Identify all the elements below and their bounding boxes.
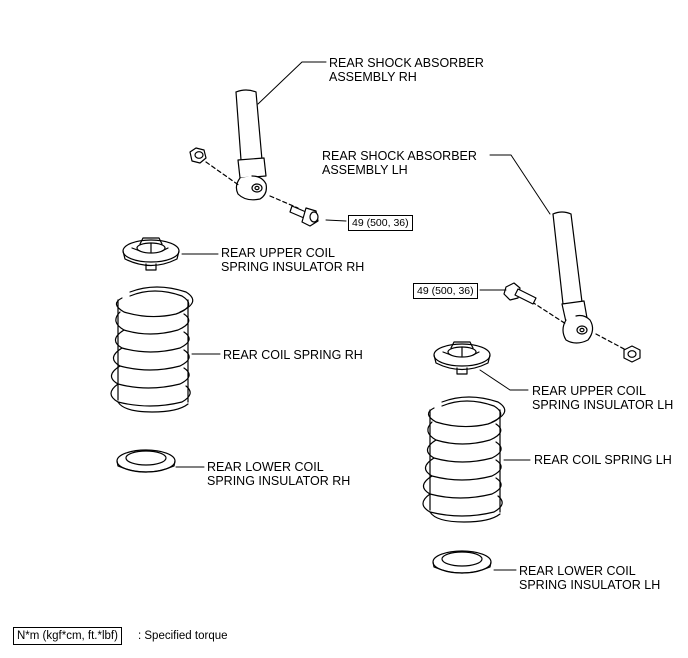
torque-box-rh: 49 (500, 36) (348, 215, 413, 231)
label-coil-spring-lh: REAR COIL SPRING LH (534, 453, 672, 467)
label-line: SPRING INSULATOR RH (221, 260, 365, 274)
label-coil-spring-rh: REAR COIL SPRING RH (223, 348, 363, 362)
label-line: REAR UPPER COIL (532, 384, 646, 398)
label-line: REAR LOWER COIL (207, 460, 324, 474)
label-line: SPRING INSULATOR RH (207, 474, 351, 488)
coil-spring-lh (422, 396, 506, 523)
nut-rh (189, 147, 207, 164)
leader-torque-rh (325, 219, 347, 222)
nut-lh (623, 345, 641, 363)
label-upper-insulator-lh: REAR UPPER COIL SPRING INSULATOR LH (532, 384, 673, 412)
lower-insulator-rh (116, 449, 176, 473)
label-line: ASSEMBLY RH (329, 70, 417, 84)
leader-upper-lh (479, 369, 529, 391)
legend-unit-box: N*m (kgf*cm, ft.*lbf) (13, 627, 122, 645)
label-line: SPRING INSULATOR LH (532, 398, 674, 412)
coil-spring-rh (110, 286, 194, 413)
label-line: SPRING INSULATOR LH (519, 578, 661, 592)
label-line: REAR LOWER COIL (519, 564, 636, 578)
label-lower-insulator-lh: REAR LOWER COIL SPRING INSULATOR LH (519, 564, 660, 592)
leader-shock-rh (257, 61, 327, 105)
bolt-rh (289, 205, 319, 227)
lower-insulator-lh (432, 550, 492, 574)
label-lower-insulator-rh: REAR LOWER COIL SPRING INSULATOR RH (207, 460, 350, 488)
label-line: REAR SHOCK ABSORBER (322, 149, 477, 163)
label-shock-absorber-rh: REAR SHOCK ABSORBER ASSEMBLY RH (329, 56, 484, 84)
label-line: REAR UPPER COIL (221, 246, 335, 260)
leader-shock-lh (489, 154, 551, 215)
label-line: REAR SHOCK ABSORBER (329, 56, 484, 70)
shock-absorber-rh (235, 89, 267, 201)
legend-description: : Specified torque (138, 630, 228, 642)
upper-insulator-rh (122, 237, 180, 271)
bolt-lh (503, 282, 537, 305)
bolt-axis-lh (531, 301, 627, 351)
leader-lines (175, 61, 551, 571)
label-line: ASSEMBLY LH (322, 163, 408, 177)
label-upper-insulator-rh: REAR UPPER COIL SPRING INSULATOR RH (221, 246, 364, 274)
shock-absorber-lh (552, 211, 594, 344)
upper-insulator-lh (433, 341, 491, 375)
label-shock-absorber-lh: REAR SHOCK ABSORBER ASSEMBLY LH (322, 149, 477, 177)
torque-box-lh: 49 (500, 36) (413, 283, 478, 299)
